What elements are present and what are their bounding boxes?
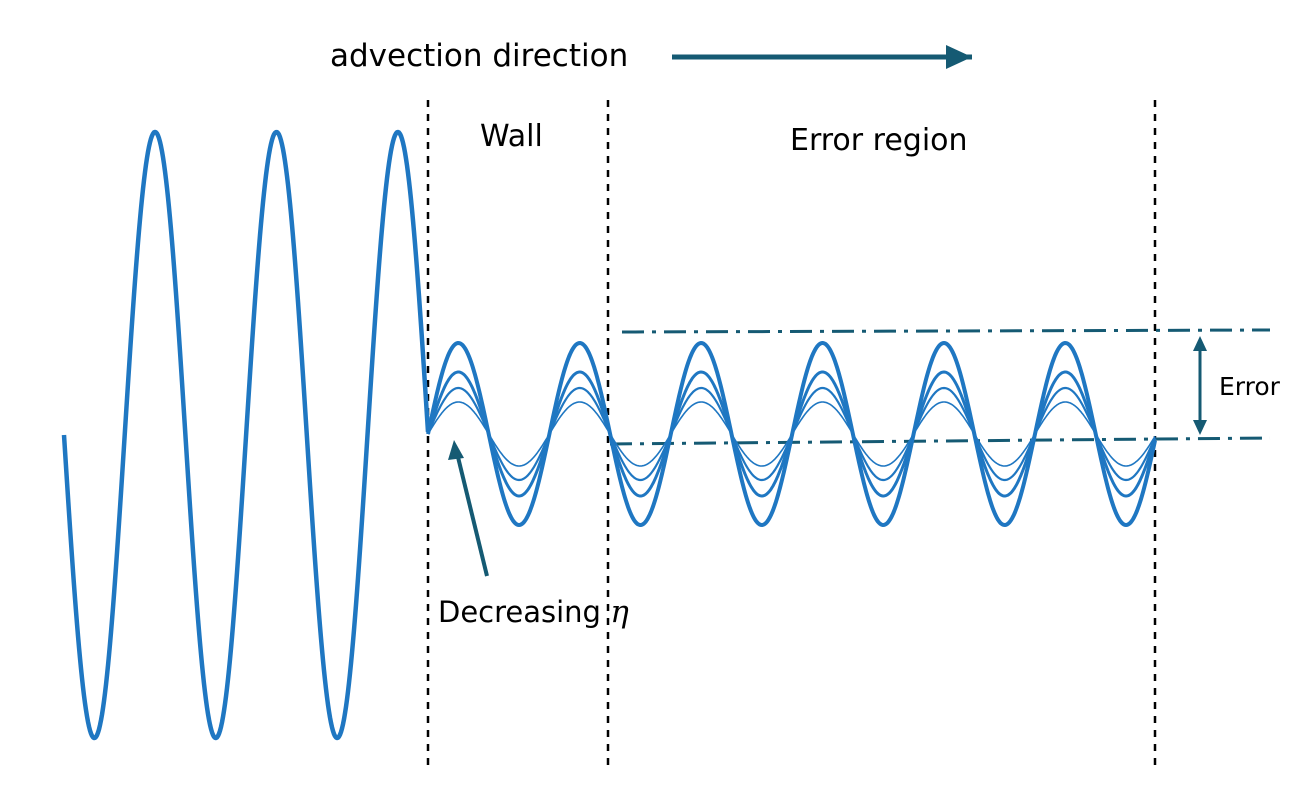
damped-wave-4: [427, 401, 1156, 467]
wall-label: Wall: [480, 119, 543, 154]
error-upper-line: [621, 328, 1271, 334]
wave-curves: [61, 129, 1157, 741]
error-label: Error: [1219, 372, 1281, 401]
eta-symbol: η: [610, 594, 629, 630]
advection-direction-label: advection direction: [330, 38, 628, 74]
decreasing-eta-arrow-shaft: [455, 452, 489, 577]
error-arrow-head-top: [1193, 336, 1207, 351]
decreasing-eta-arrow-head: [448, 440, 464, 460]
error-region-label: Error region: [790, 123, 968, 158]
error-lower-line: [609, 436, 1271, 446]
incoming-wave: [61, 129, 431, 741]
error-arrow-head-bottom: [1193, 420, 1207, 435]
advection-arrow-head: [946, 45, 972, 69]
decreasing-text: Decreasing: [438, 595, 610, 629]
decreasing-eta-label: Decreasing η: [438, 594, 629, 630]
